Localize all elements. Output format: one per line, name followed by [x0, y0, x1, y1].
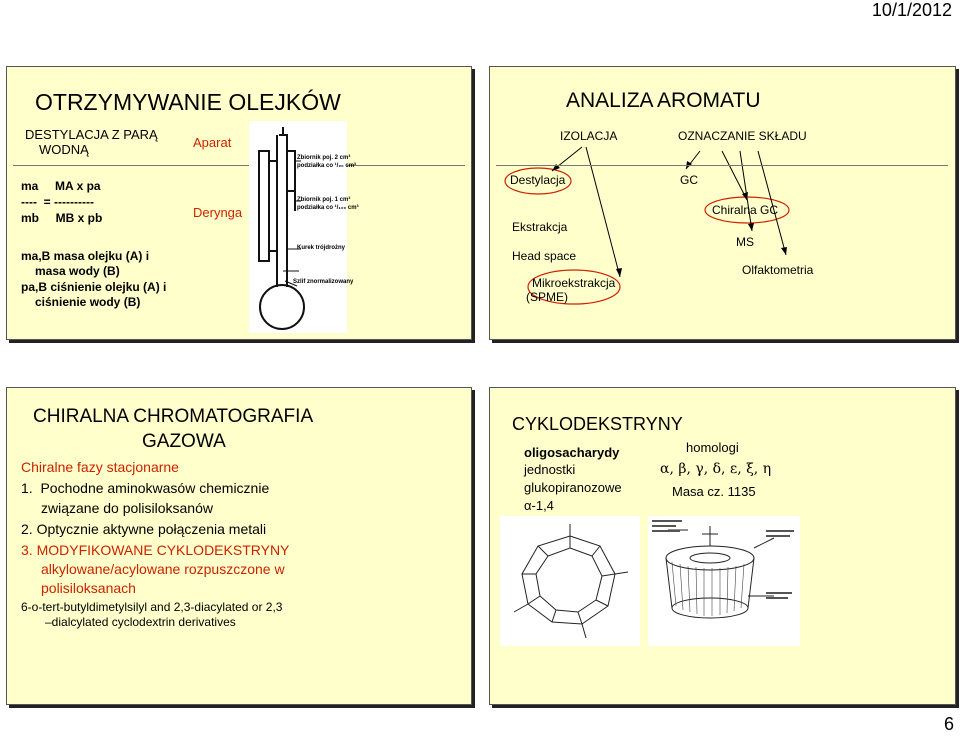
apparatus-label-2b: podziałka co ¹/₁₀₀ cm³ [297, 205, 359, 211]
mikro-circle [527, 269, 621, 305]
item3-line2: alkylowane/acylowane rozpuszczone w [41, 561, 285, 577]
slide-title-line1: CHIRALNA CHROMATOGRAFIA [33, 406, 314, 427]
olfaktometria: Olfaktometria [742, 263, 814, 277]
divider [496, 165, 948, 166]
cyclodextrin-structure-image [500, 516, 640, 646]
analysis-arrows [504, 146, 790, 305]
divider [13, 165, 465, 166]
subtitle: Chiralne fazy stacjonarne [21, 459, 179, 475]
def1-line2: masa wody (B) [35, 264, 120, 278]
equation-line3: mb MB x pb [21, 211, 103, 225]
chiralna-gc: Chiralna GC [712, 203, 779, 217]
apparatus-label-3: Kurek trójdrożny [297, 245, 346, 251]
item3-line1: 3. MODYFIKOWANE CYKLODEKSTRYNY [21, 542, 290, 558]
heading-line1: DESTYLACJA Z PARĄ [25, 127, 158, 142]
apparatus-label-2: Zbiornik poj. 1 cm³ [297, 197, 351, 203]
note-line1: 6-o-tert-butyldimetylsilyl and 2,3-diacy… [21, 600, 283, 614]
derynga-apparatus-image: Zbiornik poj. 2 cm³ podziałka co ¹/₂₀ cm… [249, 121, 359, 333]
jednostki: jednostki [524, 462, 576, 477]
destylacja: Destylacja [510, 173, 566, 187]
ekstrakcja: Ekstrakcja [512, 220, 568, 234]
item1-line2: związane do polisiloksanów [41, 500, 213, 516]
destylacja-circle [504, 167, 572, 195]
item2: 2. Optycznie aktywne połączenia metali [21, 521, 267, 537]
def2-line1: pa,B ciśnienie olejku (A) i [21, 280, 167, 294]
aparat-label: Aparat [193, 135, 232, 150]
oligosacharydy: oligosacharydy [524, 445, 620, 460]
ring-structure [513, 524, 629, 639]
mikroekstrakcja: Mikroekstrakcja [532, 276, 616, 290]
oznaczanie-label: OZNACZANIE SKŁADU [678, 129, 807, 143]
cyclodextrin-cone-image [648, 516, 800, 646]
glukopiranozowe: glukopiranozowe [524, 480, 622, 495]
date: 10/1/2012 [871, 0, 952, 20]
alpha-14: α-1,4 [524, 498, 554, 513]
slide-title: ANALIZA AROMATU [566, 89, 761, 112]
apparatus-label-4: Szlif znormalizowany [293, 279, 354, 285]
equation-line2: ---- = ---------- [21, 195, 94, 209]
gc: GC [680, 173, 698, 187]
def2-line2: ciśnienie wody (B) [35, 295, 141, 309]
masa-czasteczkowa: Masa cz. 1135 [672, 484, 756, 499]
homologi: homologi [686, 440, 739, 455]
item3-line3: polisiloksanach [41, 580, 136, 596]
apparatus-label-1: Zbiornik poj. 2 cm³ [297, 155, 351, 161]
slide-cyklodekstryny: CYKLODEKSTRYNY oligosacharydy jednostki … [489, 387, 956, 705]
slide-analiza-aromatu: ANALIZA AROMATU IZOLACJA OZNACZANIE SKŁA… [489, 66, 956, 340]
slide-otrzymywanie: OTRZYMYWANIE OLEJKÓW DESTYLACJA Z PARĄ W… [6, 66, 472, 340]
cone-drawing [652, 520, 794, 619]
slide-title: CYKLODEKSTRYNY [512, 414, 683, 434]
slide-title-line2: GAZOWA [142, 431, 226, 452]
equation-line1: ma MA x pa [21, 179, 101, 193]
ms: MS [736, 235, 754, 249]
page-number: 6 [943, 714, 954, 734]
greek-letters: α, β, γ, δ, ε, ξ, η [660, 461, 772, 477]
slide-chiralna: CHIRALNA CHROMATOGRAFIA GAZOWA Chiralne … [6, 387, 472, 705]
head-space: Head space [512, 249, 577, 263]
note-line2: –dialcylated cyclodextrin derivatives [45, 615, 236, 629]
izolacja-label: IZOLACJA [560, 129, 618, 143]
spme: (SPME) [526, 290, 568, 304]
item1-line1: 1. Pochodne aminokwasów chemicznie [21, 480, 270, 496]
derynga-label: Derynga [193, 205, 243, 220]
def1-line1: ma,B masa olejku (A) i [21, 249, 150, 263]
slide-title: OTRZYMYWANIE OLEJKÓW [35, 89, 341, 115]
apparatus-drawing [258, 127, 305, 330]
apparatus-label-1b: podziałka co ¹/₂₀ cm³ [297, 163, 357, 169]
heading-line2: WODNĄ [39, 142, 89, 157]
